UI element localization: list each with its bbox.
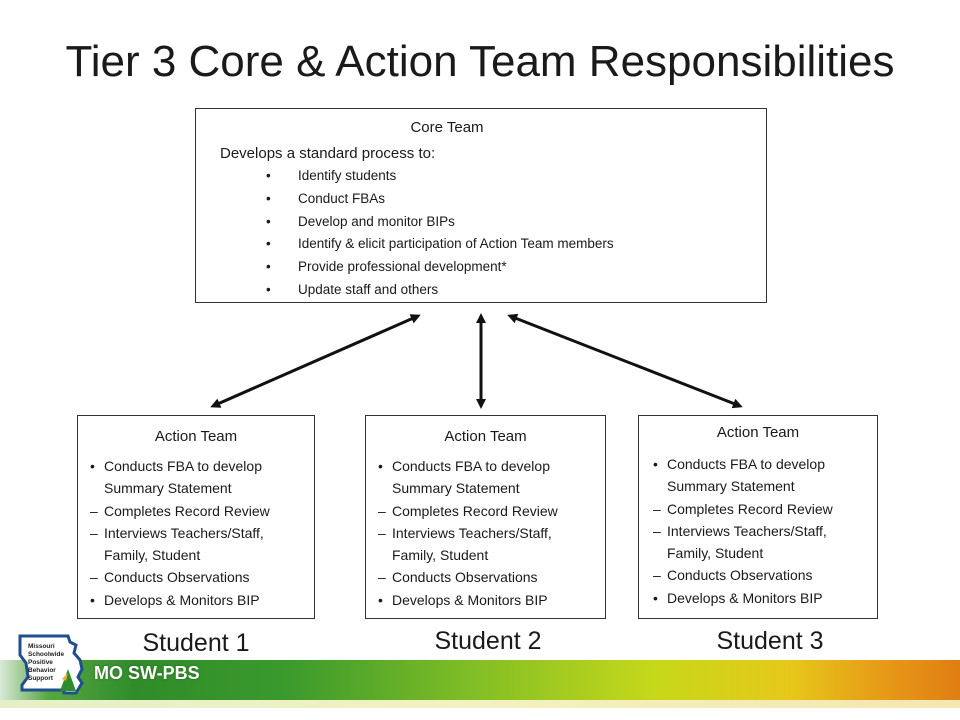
student-label-3: Student 3 — [716, 627, 824, 655]
action-item-interviews-cont: Family, Student — [104, 547, 201, 564]
action-team-box-1: Action Team Conducts FBA to develop Summ… — [77, 415, 315, 619]
action-item-interviews: Interviews Teachers/Staff, — [90, 522, 314, 545]
core-item-conduct-fbas: Conduct FBAs — [266, 188, 614, 211]
core-team-intro: Develops a standard process to: — [220, 145, 436, 162]
action-item-develop-bip: Develops & Monitors BIP — [90, 589, 314, 612]
action-team-title: Action Team — [154, 428, 238, 445]
arrow-core-to-team-3 — [507, 313, 743, 409]
logo-line-2: Schoolwide — [28, 651, 65, 658]
action-team-list: Conducts FBA to develop Summary Statemen… — [653, 453, 877, 609]
core-team-list: Identify students Conduct FBAs Develop a… — [266, 165, 614, 302]
action-team-title: Action Team — [716, 424, 800, 441]
action-item-conduct-fba: Conducts FBA to develop — [378, 455, 605, 478]
core-item-update-staff: Update staff and others — [266, 279, 614, 302]
action-item-record-review: Completes Record Review — [90, 500, 314, 523]
action-item-summary-statement: Summary Statement — [392, 480, 520, 497]
action-item-interviews: Interviews Teachers/Staff, — [653, 520, 877, 543]
action-team-list: Conducts FBA to develop Summary Statemen… — [90, 455, 314, 611]
action-team-box-3: Action Team Conducts FBA to develop Summ… — [638, 415, 878, 619]
slide-title: Tier 3 Core & Action Team Responsibiliti… — [65, 37, 895, 86]
action-item-summary-statement: Summary Statement — [667, 478, 795, 495]
footer-label: MO SW-PBS — [94, 663, 200, 683]
student-label-1: Student 1 — [142, 629, 250, 657]
action-item-interviews-cont: Family, Student — [667, 545, 764, 562]
action-team-list: Conducts FBA to develop Summary Statemen… — [378, 455, 605, 611]
action-item-observations: Conducts Observations — [378, 566, 605, 589]
action-item-record-review: Completes Record Review — [378, 500, 605, 523]
action-item-summary-statement: Summary Statement — [104, 480, 232, 497]
action-item-interviews-cont: Family, Student — [392, 547, 489, 564]
action-item-observations: Conducts Observations — [90, 566, 314, 589]
logo-line-1: Missouri — [28, 643, 55, 650]
action-item-develop-bip: Develops & Monitors BIP — [653, 587, 877, 610]
action-item-conduct-fba: Conducts FBA to develop — [90, 455, 314, 478]
core-item-develop-bips: Develop and monitor BIPs — [266, 211, 614, 234]
footer-band-lower — [0, 700, 960, 708]
action-item-observations: Conducts Observations — [653, 564, 877, 587]
action-item-conduct-fba: Conducts FBA to develop — [653, 453, 877, 476]
logo-line-5: Support — [28, 675, 54, 682]
action-team-title: Action Team — [444, 428, 527, 445]
logo-line-4: Behavior — [28, 667, 56, 674]
action-item-develop-bip: Develops & Monitors BIP — [378, 589, 605, 612]
logo-line-3: Positive — [28, 659, 53, 666]
core-item-professional-development: Provide professional development* — [266, 256, 614, 279]
action-item-record-review: Completes Record Review — [653, 498, 877, 521]
core-team-box: Core Team Develops a standard process to… — [195, 108, 767, 303]
core-team-title: Core Team — [410, 119, 484, 136]
core-item-identify-students: Identify students — [266, 165, 614, 188]
mo-swpbs-logo-icon: Missouri Schoolwide Positive Behavior Su… — [18, 634, 84, 695]
core-item-action-team-members: Identify & elicit participation of Actio… — [266, 233, 614, 256]
student-label-2: Student 2 — [434, 627, 542, 655]
action-team-box-2: Action Team Conducts FBA to develop Summ… — [365, 415, 606, 619]
arrow-core-to-team-1 — [210, 314, 421, 408]
footer-band — [0, 660, 960, 700]
action-item-interviews: Interviews Teachers/Staff, — [378, 522, 605, 545]
